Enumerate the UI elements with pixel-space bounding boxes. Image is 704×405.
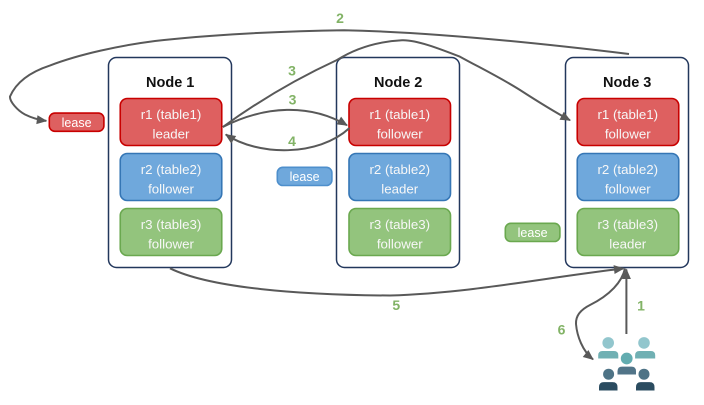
svg-text:5: 5 [392,297,400,313]
svg-text:6: 6 [558,322,566,338]
svg-text:Node 2: Node 2 [374,75,422,91]
svg-text:r1 (table1): r1 (table1) [597,107,658,122]
svg-text:follower: follower [148,182,194,197]
svg-text:follower: follower [377,127,423,142]
svg-text:lease: lease [62,116,92,130]
svg-text:Node 3: Node 3 [603,75,651,91]
svg-text:Node 1: Node 1 [146,75,194,91]
svg-text:leader: leader [609,237,647,252]
svg-text:follower: follower [377,237,423,252]
svg-text:r3 (table3): r3 (table3) [369,217,430,232]
svg-text:r2 (table2): r2 (table2) [369,162,430,177]
svg-text:lease: lease [518,226,548,240]
svg-text:r3 (table3): r3 (table3) [597,217,658,232]
svg-text:3: 3 [289,92,297,108]
svg-text:r2 (table2): r2 (table2) [597,162,658,177]
svg-text:r3 (table3): r3 (table3) [141,217,202,232]
svg-text:follower: follower [605,182,651,197]
svg-text:follower: follower [148,237,194,252]
svg-text:r1 (table1): r1 (table1) [369,107,430,122]
svg-text:follower: follower [605,127,651,142]
svg-text:4: 4 [288,133,296,149]
svg-text:2: 2 [336,10,344,26]
svg-text:r1 (table1): r1 (table1) [141,107,202,122]
svg-text:leader: leader [381,182,419,197]
svg-text:r2 (table2): r2 (table2) [141,162,202,177]
svg-text:1: 1 [637,298,645,314]
svg-text:3: 3 [288,63,296,79]
svg-text:leader: leader [153,127,191,142]
svg-text:lease: lease [290,170,320,184]
